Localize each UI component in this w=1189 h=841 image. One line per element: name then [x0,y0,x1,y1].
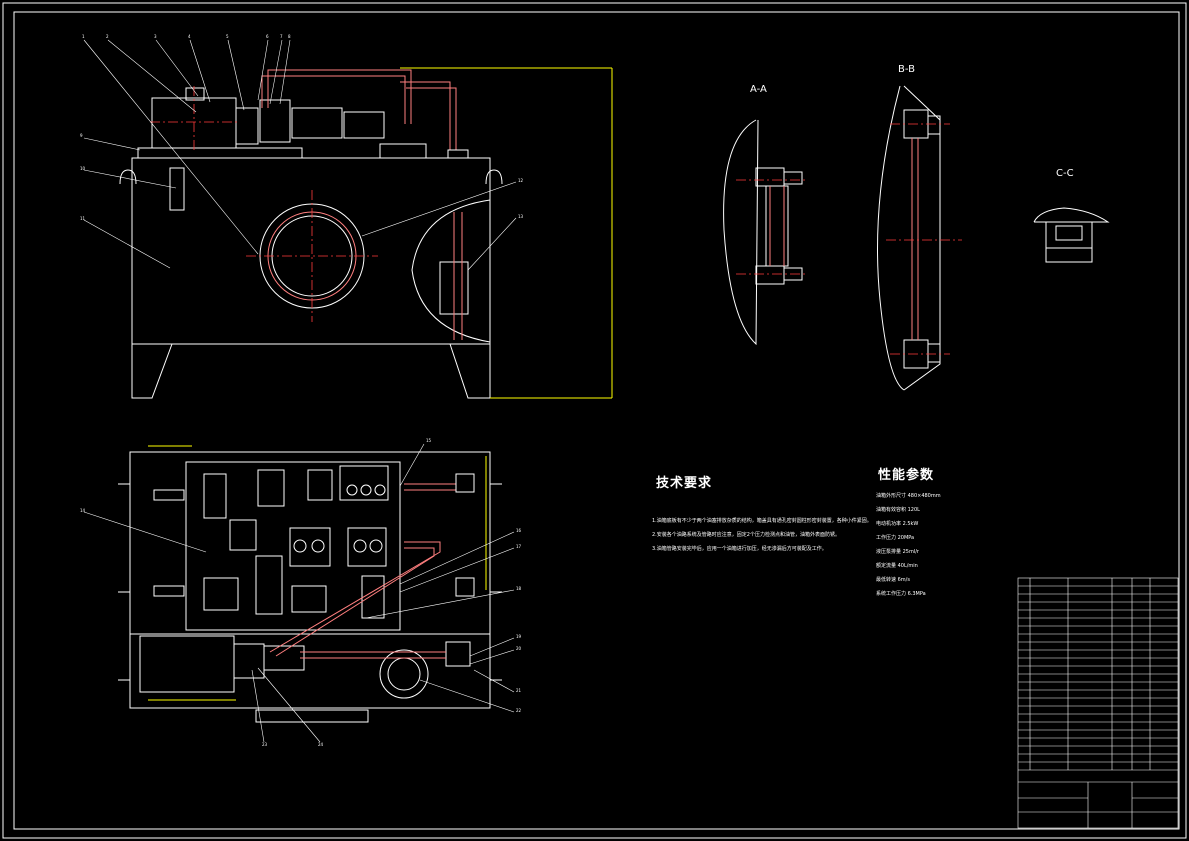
performance-param: 工作压力 20MPa [876,535,915,541]
performance-param: 油箱外形尺寸 480×480mm [876,493,941,499]
performance-param: 液压泵排量 25ml/r [876,549,919,555]
svg-text:10: 10 [80,166,86,171]
parts-list-table [1017,577,1179,829]
svg-text:1: 1 [82,34,85,39]
parts-list-rows [1018,585,1178,763]
section-label-a-a: A-A [750,84,767,95]
svg-text:17: 17 [516,544,522,549]
svg-text:11: 11 [80,216,86,221]
svg-text:9: 9 [80,133,83,138]
svg-text:4: 4 [188,34,191,39]
performance-param: 额定流量 40L/min [876,563,918,569]
svg-text:6: 6 [266,34,269,39]
top-view-part-numbers: 14 15 16 17 18 19 20 21 22 23 24 [80,438,522,747]
performance-param: 最低转速 6m/s [876,577,910,583]
svg-text:14: 14 [80,508,86,513]
section-b-b-drawing [877,85,941,391]
performance-param: 电动机功率 2.5kW [876,521,919,527]
section-label-c-c: C-C [1056,168,1074,179]
svg-text:21: 21 [516,688,522,693]
svg-text:15: 15 [426,438,432,443]
tech-requirement-line: 3.油箱管路安装完毕后，应用一个油箱进行加压，经无渗漏后方可装配及工作。 [652,546,827,552]
performance-param: 系统工作压力 6.3MPa [876,591,926,597]
title-block [1018,769,1178,828]
tech-requirement-line: 1.油箱底板有不少于两个油塞排放杂质的结构，箱盖具有通孔密封圆柱形密封装置，各种… [652,518,872,524]
svg-text:20: 20 [516,646,522,651]
sheet-inner-border [13,11,1180,830]
front-view-centerlines [150,86,378,322]
top-view [118,445,502,723]
performance-params-title: 性能参数 [878,468,935,483]
svg-text:5: 5 [226,34,229,39]
svg-text:8: 8 [288,34,291,39]
front-view-leaders [83,39,517,271]
svg-text:18: 18 [516,586,522,591]
svg-text:13: 13 [518,214,524,219]
section-c-c-drawing [1033,207,1110,263]
svg-text:12: 12 [518,178,524,183]
svg-text:2: 2 [106,34,109,39]
tech-requirement-line: 2.安装各个油路系统及管路时应注意，固定2个压力检测点和油管，油箱外表面防锈。 [652,532,840,538]
top-view-leaders [83,443,515,743]
svg-text:22: 22 [516,708,522,713]
svg-text:19: 19 [516,634,522,639]
svg-text:7: 7 [280,34,283,39]
section-label-b-b: B-B [898,64,915,75]
svg-text:24: 24 [318,742,324,747]
svg-text:16: 16 [516,528,522,533]
section-a-a-drawing [723,119,803,346]
svg-text:3: 3 [154,34,157,39]
tech-requirements-title: 技术要求 [656,476,713,491]
svg-text:23: 23 [262,742,268,747]
performance-param: 油箱有效容积 120L [876,507,920,513]
